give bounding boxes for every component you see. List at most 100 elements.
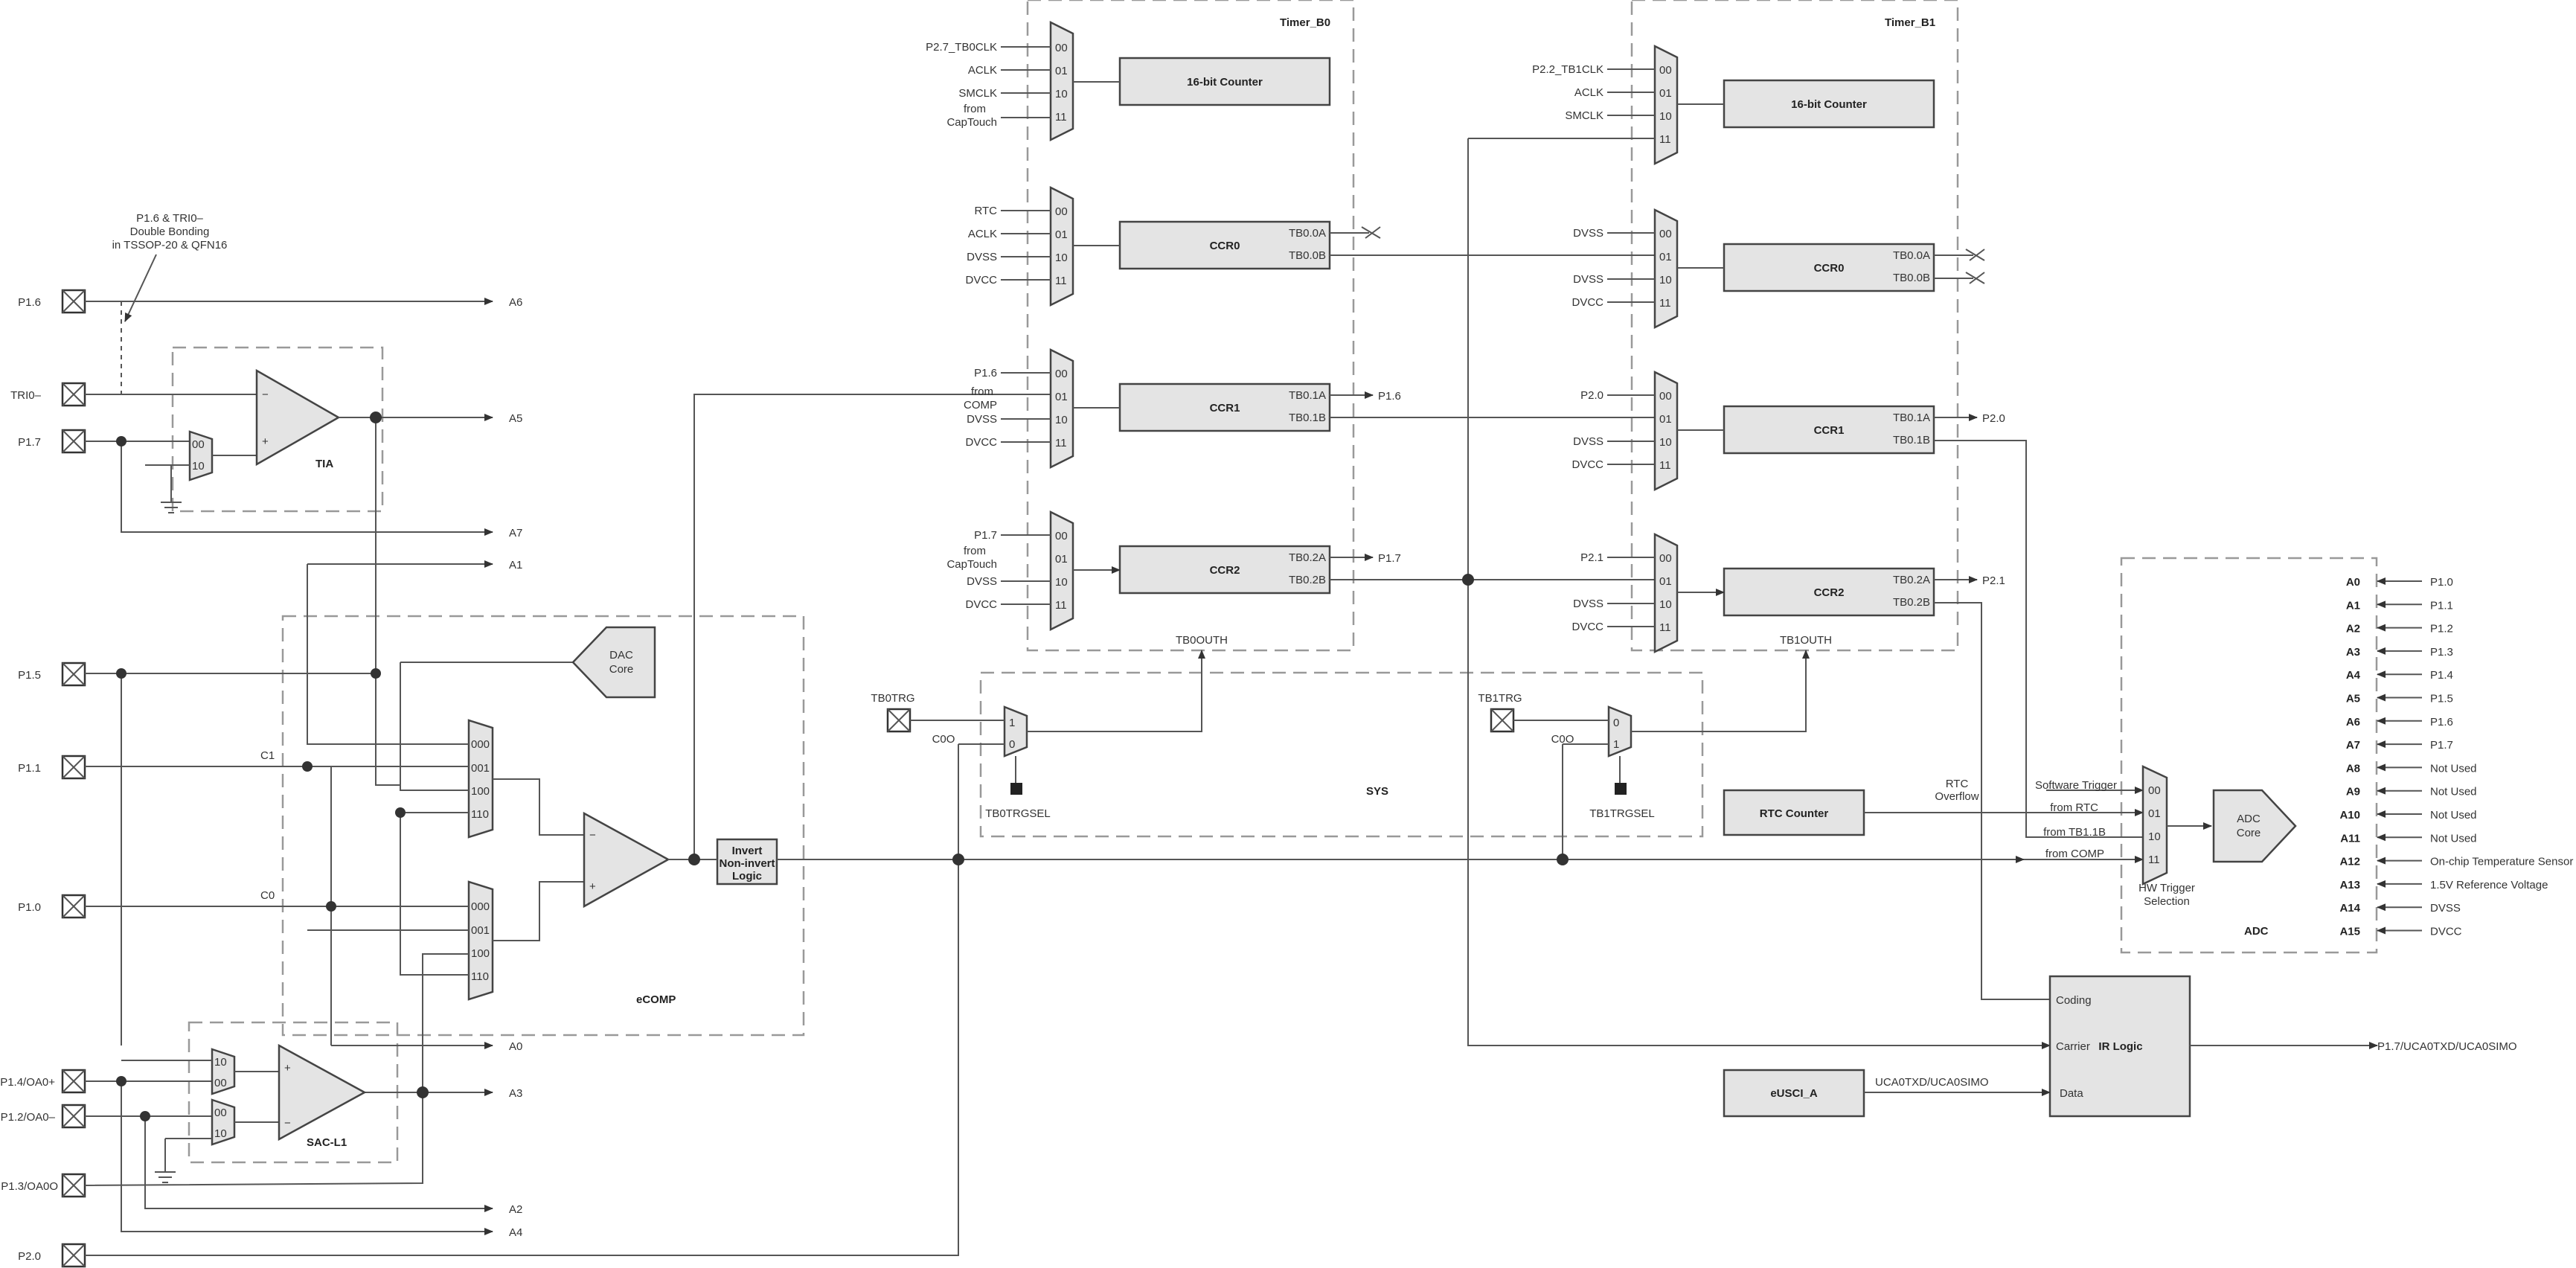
svg-text:Double Bonding: Double Bonding [130, 225, 210, 238]
svg-text:TB1OUTH: TB1OUTH [1780, 634, 1832, 647]
svg-text:COMP: COMP [964, 399, 997, 412]
adc-label: ADC [2244, 925, 2269, 938]
svg-text:CapTouch: CapTouch [946, 116, 997, 129]
adc-channel-source: Not Used [2430, 809, 2477, 822]
svg-text:TB0.0B: TB0.0B [1893, 272, 1930, 284]
svg-text:from RTC: from RTC [2050, 801, 2098, 814]
svg-text:CapTouch: CapTouch [946, 558, 997, 571]
timer-b1-label: Timer_B1 [1885, 16, 1935, 29]
svg-text:−: − [589, 829, 596, 842]
svg-text:16-bit Counter: 16-bit Counter [1791, 98, 1867, 111]
ecomp-mux-plus [467, 719, 494, 839]
tia-opamp [255, 368, 341, 467]
svg-text:TB0.2B: TB0.2B [1893, 596, 1930, 609]
svg-text:1: 1 [1613, 738, 1619, 751]
svg-text:DVSS: DVSS [1573, 435, 1603, 448]
svg-text:+: + [262, 435, 269, 448]
invert-logic [716, 838, 778, 886]
adc-channel-source: P1.0 [2430, 576, 2453, 589]
svg-text:00: 00 [1659, 552, 1672, 565]
svg-text:ACLK: ACLK [1574, 86, 1603, 99]
svg-text:001: 001 [471, 762, 490, 775]
adc-channel-a2: A2 [2346, 623, 2360, 635]
adc-channel-source: 1.5V Reference Voltage [2430, 879, 2548, 891]
svg-text:10: 10 [1659, 110, 1672, 123]
svg-text:00: 00 [214, 1077, 227, 1089]
c0-label: C0 [260, 889, 275, 902]
adc-channel-a15: A15 [2339, 926, 2360, 938]
svg-text:from TB1.1B: from TB1.1B [2043, 826, 2106, 839]
svg-text:DVSS: DVSS [1573, 273, 1603, 286]
adc-channel-a3: A3 [2346, 646, 2360, 659]
tb0-counter [1118, 57, 1331, 106]
svg-text:TB0.1B: TB0.1B [1893, 434, 1930, 446]
svg-text:CCR1: CCR1 [1814, 424, 1845, 437]
svg-text:0: 0 [1613, 717, 1619, 729]
tb1-ccr0-mux [1653, 208, 1679, 330]
svg-text:P2.1: P2.1 [1982, 574, 2005, 587]
svg-text:10: 10 [1659, 598, 1672, 611]
timer-b0-region [1026, 0, 1355, 652]
timer-b0-label: Timer_B0 [1280, 16, 1330, 29]
svg-text:TB1TRGSEL: TB1TRGSEL [1589, 807, 1655, 820]
svg-text:TB0.2A: TB0.2A [1893, 574, 1930, 586]
svg-text:Core: Core [2237, 827, 2261, 839]
svg-text:P2.0: P2.0 [1982, 412, 2005, 425]
svg-text:Non-invert: Non-invert [720, 857, 775, 870]
svg-text:DVCC: DVCC [965, 598, 997, 611]
svg-text:000: 000 [471, 738, 490, 751]
svg-text:11: 11 [1055, 599, 1067, 612]
tb0trg-mux [1003, 705, 1028, 758]
svg-text:Logic: Logic [732, 870, 762, 883]
svg-text:00: 00 [214, 1107, 227, 1119]
svg-text:01: 01 [1055, 65, 1068, 77]
svg-text:DAC: DAC [609, 649, 633, 662]
svg-text:CCR0: CCR0 [1210, 240, 1240, 252]
svg-text:100: 100 [471, 785, 490, 798]
svg-text:TB0.2B: TB0.2B [1289, 574, 1326, 586]
svg-text:00: 00 [1055, 205, 1068, 218]
sys-region [979, 671, 1704, 838]
svg-text:11: 11 [1055, 437, 1067, 449]
dac-core [571, 626, 656, 699]
pin-label-p15: P1.5 [18, 669, 41, 682]
svg-text:SMCLK: SMCLK [1565, 109, 1603, 122]
svg-text:DVCC: DVCC [1571, 296, 1603, 309]
svg-text:+: + [284, 1062, 291, 1075]
a1-label: A1 [509, 559, 522, 571]
ecomp-label: eCOMP [636, 993, 676, 1006]
adc-channel-source: P1.5 [2430, 693, 2453, 705]
tb0-ccr0-mux [1049, 185, 1074, 307]
svg-text:001: 001 [471, 924, 490, 937]
svg-text:ACLK: ACLK [968, 64, 997, 77]
svg-text:10: 10 [2148, 830, 2161, 843]
svg-text:CCR0: CCR0 [1814, 262, 1845, 275]
adc-channel-source: DVSS [2430, 902, 2461, 915]
svg-text:P1.7: P1.7 [974, 529, 997, 542]
svg-text:11: 11 [1055, 111, 1067, 124]
svg-text:Overflow: Overflow [1935, 790, 1979, 803]
svg-text:DVSS: DVSS [1573, 227, 1603, 240]
svg-text:TB0.0A: TB0.0A [1289, 227, 1326, 240]
a6-label: A6 [509, 296, 522, 309]
svg-text:P1.7/UCA0TXD/UCA0SIMO: P1.7/UCA0TXD/UCA0SIMO [2377, 1040, 2517, 1053]
svg-text:00: 00 [1659, 390, 1672, 403]
svg-text:110: 110 [471, 970, 489, 983]
svg-text:IR Logic: IR Logic [2098, 1040, 2142, 1053]
svg-text:11: 11 [1659, 459, 1671, 472]
svg-text:10: 10 [1659, 274, 1672, 286]
pin-label-p13: P1.3/OA0O [1, 1180, 58, 1193]
tb0trgsel-reg [1010, 783, 1022, 795]
svg-text:ACLK: ACLK [968, 228, 997, 240]
svg-text:00: 00 [2148, 784, 2161, 797]
tb1-ccr1 [1723, 405, 1935, 455]
adc-channel-source: P1.1 [2430, 599, 2453, 612]
svg-text:01: 01 [1055, 553, 1068, 566]
svg-text:01: 01 [1055, 228, 1068, 241]
adc-channel-a6: A6 [2346, 716, 2360, 729]
svg-text:+: + [589, 880, 596, 893]
a0-label: A0 [509, 1040, 522, 1053]
svg-text:TB0OUTH: TB0OUTH [1176, 634, 1228, 647]
svg-text:00: 00 [1055, 42, 1068, 54]
adc-channel-a9: A9 [2346, 786, 2360, 798]
